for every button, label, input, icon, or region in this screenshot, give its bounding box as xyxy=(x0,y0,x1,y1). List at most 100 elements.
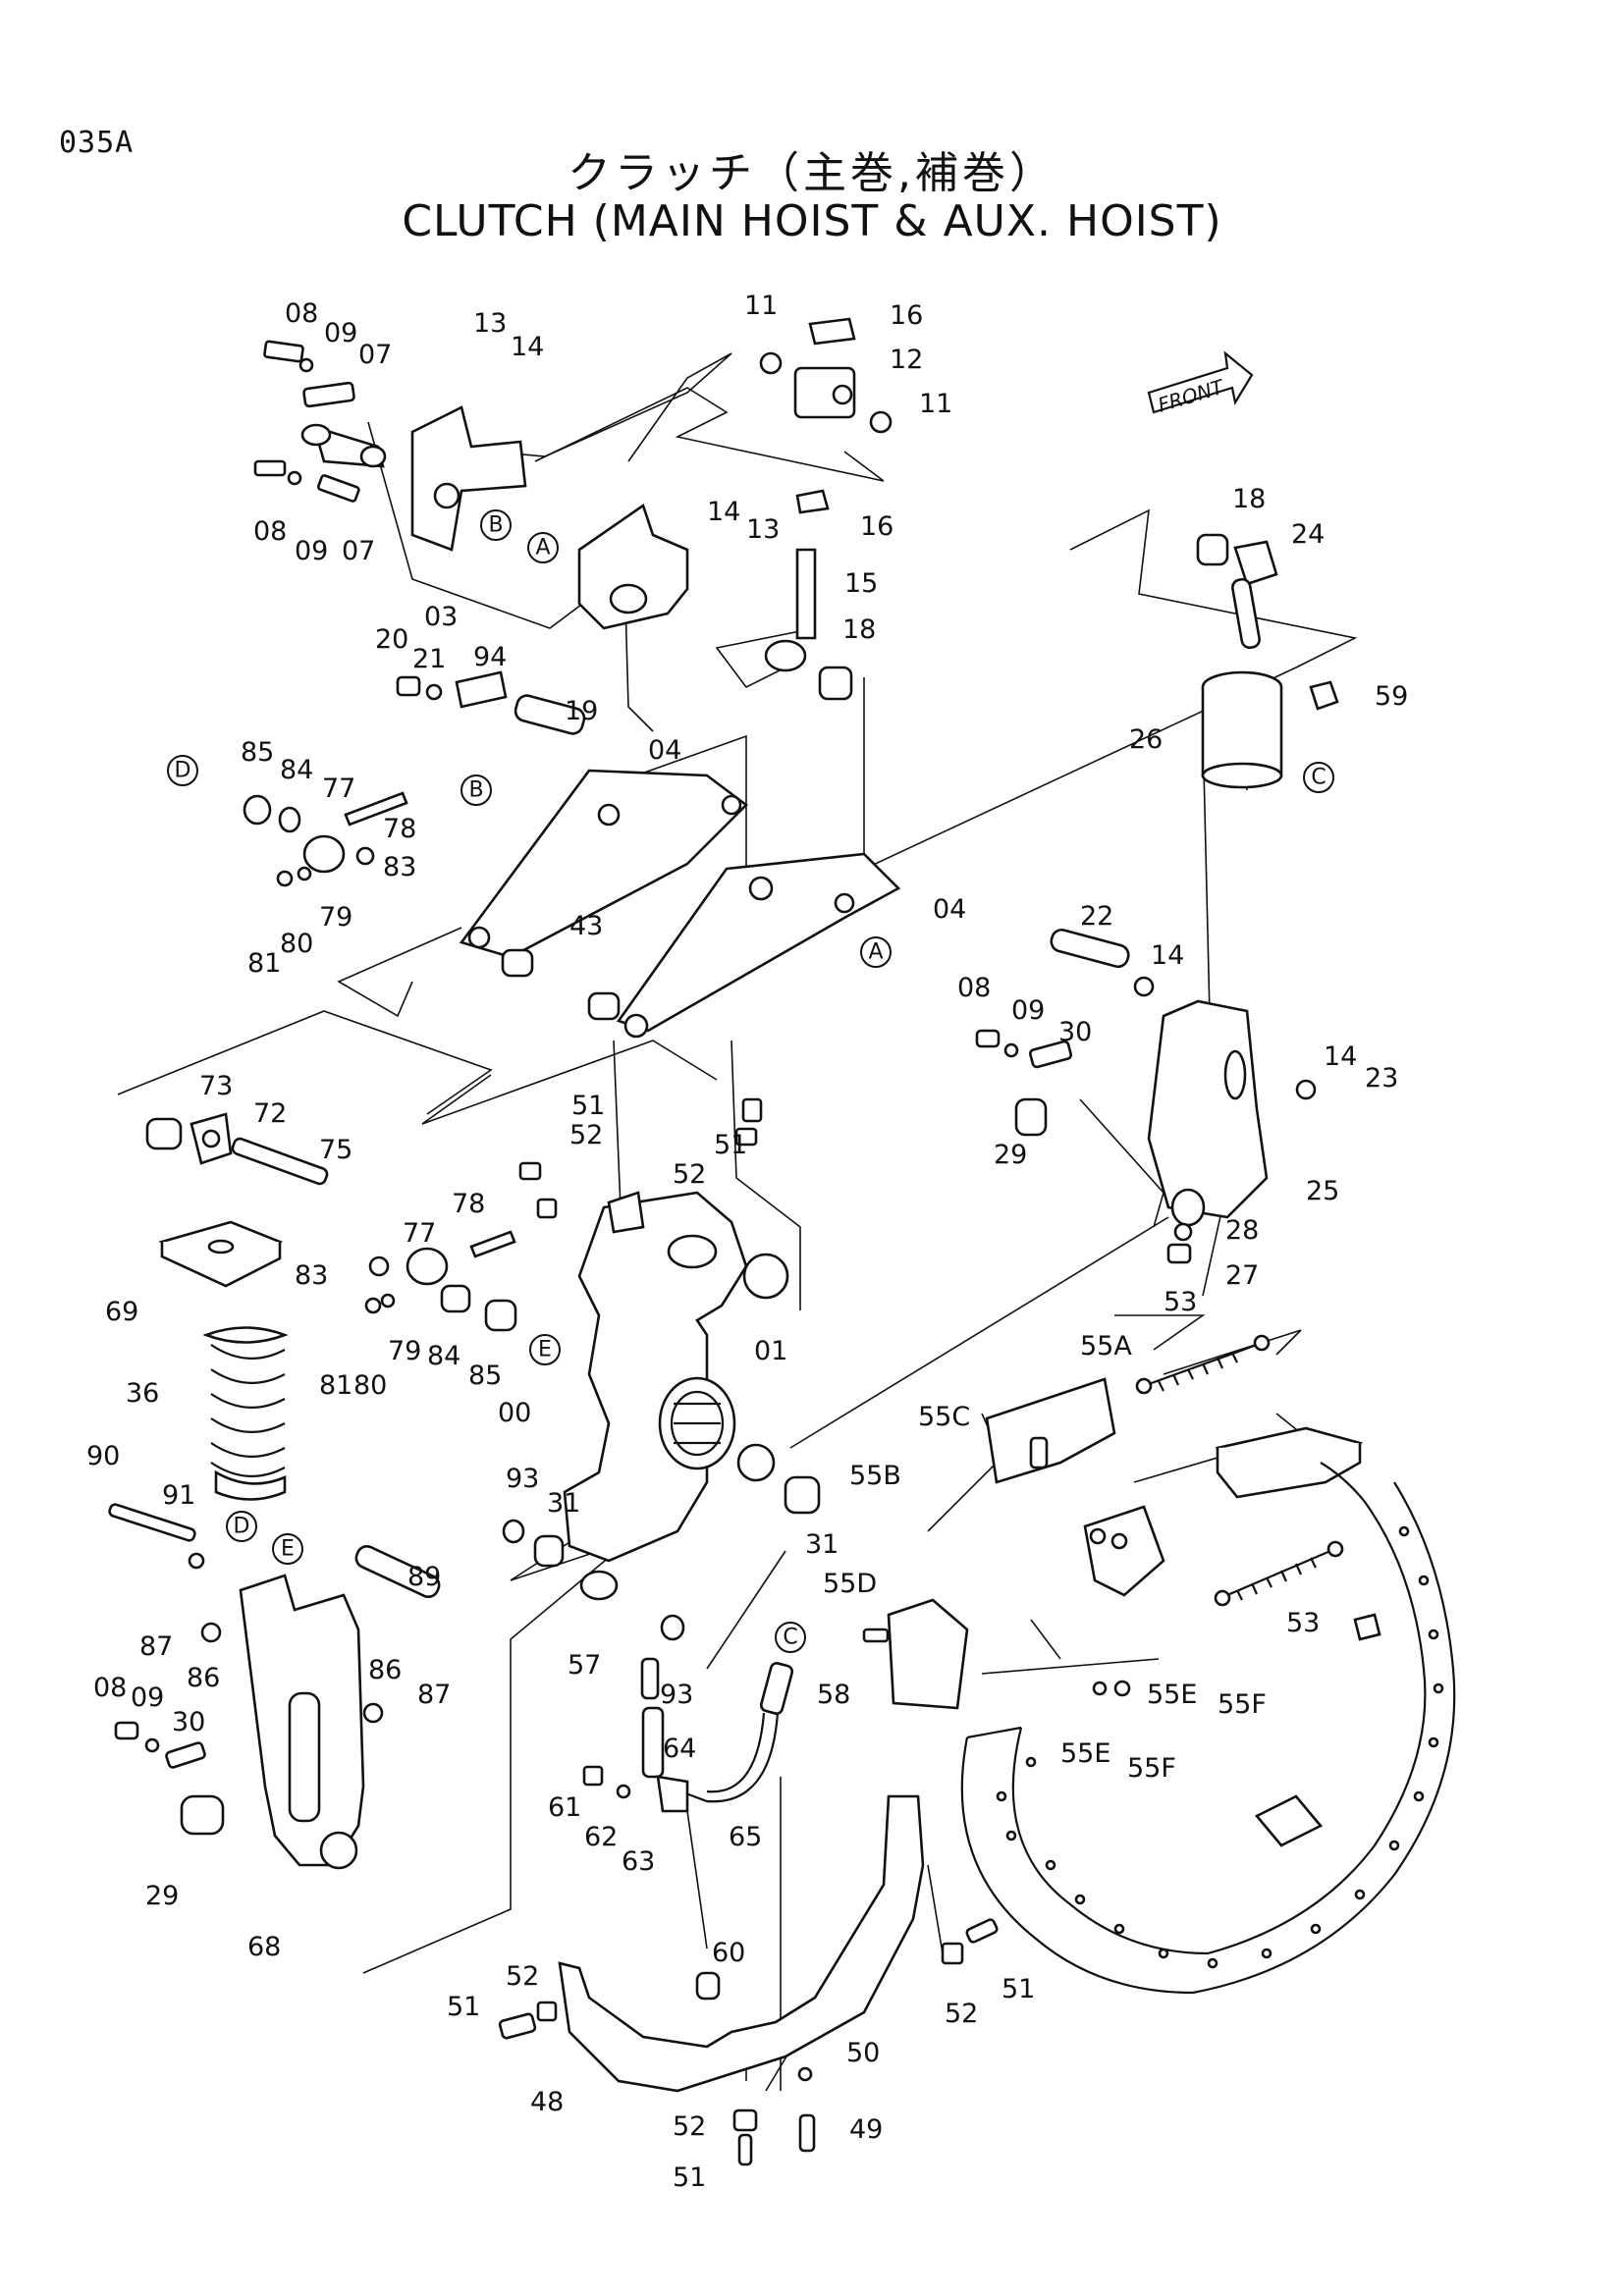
callout: 09 xyxy=(131,1682,164,1713)
callout: 78 xyxy=(452,1189,485,1219)
callout: 16 xyxy=(890,300,923,331)
callout: 09 xyxy=(324,318,357,348)
callout: 29 xyxy=(145,1881,179,1911)
callout: 26 xyxy=(1129,724,1163,755)
callout: 87 xyxy=(139,1631,173,1662)
callout: 77 xyxy=(403,1218,436,1249)
callout: 79 xyxy=(319,902,352,933)
callout: 14 xyxy=(511,332,544,362)
svg-text:B: B xyxy=(488,513,503,538)
title-japanese: クラッチ（主巻,補巻） xyxy=(568,148,1056,198)
callout: 51 xyxy=(1001,1974,1035,2004)
callout: 19 xyxy=(565,696,598,726)
callout: 27 xyxy=(1225,1260,1259,1291)
svg-text:D: D xyxy=(234,1515,250,1539)
callout: 18 xyxy=(1232,484,1266,514)
callout: 52 xyxy=(506,1961,539,1992)
callout: 04 xyxy=(648,735,681,766)
svg-text:A: A xyxy=(868,940,883,965)
callout: 51 xyxy=(571,1091,605,1121)
callout: 73 xyxy=(199,1071,233,1101)
callout: 57 xyxy=(568,1650,601,1681)
callout: 53 xyxy=(1164,1287,1197,1317)
callout: 29 xyxy=(994,1140,1027,1170)
callout: 08 xyxy=(285,298,318,329)
callout: 93 xyxy=(506,1464,539,1494)
callout: 58 xyxy=(817,1680,850,1710)
callout: 84 xyxy=(280,755,313,785)
ref-marker-b-mid: B xyxy=(460,774,492,806)
callout: 52 xyxy=(569,1120,603,1150)
callout: 48 xyxy=(530,2087,564,2117)
callout: 79 xyxy=(388,1336,421,1366)
callout: 50 xyxy=(846,2038,880,2068)
callout: 84 xyxy=(427,1341,460,1371)
callout: 21 xyxy=(412,644,446,674)
callout: 55D xyxy=(823,1569,877,1599)
ref-marker-a-top: A xyxy=(527,532,559,563)
callout: 55C xyxy=(918,1402,970,1432)
callout: 12 xyxy=(890,345,923,375)
front-direction-arrow: FRONT xyxy=(1147,350,1254,417)
ref-marker-d-top: D xyxy=(167,755,198,786)
callout: 59 xyxy=(1375,681,1408,712)
callout: 90 xyxy=(86,1441,120,1471)
callout: 63 xyxy=(622,1846,655,1877)
callout: 80 xyxy=(280,929,313,959)
title-english: CLUTCH (MAIN HOIST & AUX. HOIST) xyxy=(402,196,1222,246)
callout: 25 xyxy=(1306,1176,1339,1206)
ref-marker-c-bottom: C xyxy=(775,1622,806,1653)
svg-text:E: E xyxy=(281,1537,295,1562)
ref-marker-a-mid: A xyxy=(860,936,892,968)
ref-marker-b-top: B xyxy=(480,509,512,541)
callout: 22 xyxy=(1080,901,1113,932)
callout: 13 xyxy=(746,514,780,545)
svg-text:A: A xyxy=(535,536,550,561)
svg-text:B: B xyxy=(468,778,483,803)
svg-text:C: C xyxy=(1311,766,1326,790)
callout: 60 xyxy=(712,1938,745,1968)
callout: 78 xyxy=(383,814,416,844)
callout: 13 xyxy=(473,308,507,339)
part-shapes xyxy=(108,317,1456,2166)
callout: 86 xyxy=(187,1663,220,1693)
callout: 93 xyxy=(660,1680,693,1710)
callout: 64 xyxy=(663,1734,696,1764)
callout: 30 xyxy=(172,1707,205,1737)
callout: 77 xyxy=(322,774,355,804)
callout: 08 xyxy=(93,1673,127,1703)
callout-numbers: 08 09 07 13 14 11 16 12 11 08 09 07 03 1… xyxy=(86,291,1408,2193)
callout: 91 xyxy=(162,1480,195,1511)
callout: 72 xyxy=(253,1098,287,1129)
callout: 36 xyxy=(126,1378,159,1409)
callout: 55E xyxy=(1060,1738,1110,1769)
callout: 24 xyxy=(1291,519,1325,550)
callout: 51 xyxy=(673,2163,706,2193)
svg-text:D: D xyxy=(175,759,191,783)
callout: 69 xyxy=(105,1297,138,1327)
ref-marker-c-top: C xyxy=(1303,762,1334,793)
callout: 31 xyxy=(547,1488,580,1519)
callout: 83 xyxy=(383,852,416,882)
callout: 01 xyxy=(754,1336,787,1366)
callout: 68 xyxy=(247,1932,281,1962)
callout: 55F xyxy=(1127,1753,1176,1784)
callout: 51 xyxy=(714,1130,747,1160)
callout: 23 xyxy=(1365,1063,1398,1094)
callout: 14 xyxy=(1324,1041,1357,1072)
reference-markers: B A D B C A E D E C xyxy=(167,509,1334,1653)
callout: 18 xyxy=(842,614,876,645)
callout: 52 xyxy=(673,1159,706,1190)
callout: 03 xyxy=(424,602,458,632)
callout: 55E xyxy=(1147,1680,1197,1710)
callout: 65 xyxy=(729,1822,762,1852)
callout: 80 xyxy=(353,1370,387,1401)
callout: 16 xyxy=(860,511,893,542)
callout: 08 xyxy=(957,973,991,1003)
callout: 53 xyxy=(1286,1608,1320,1638)
callout: 86 xyxy=(368,1655,402,1685)
callout: 87 xyxy=(417,1680,451,1710)
callout: 55A xyxy=(1080,1331,1132,1362)
